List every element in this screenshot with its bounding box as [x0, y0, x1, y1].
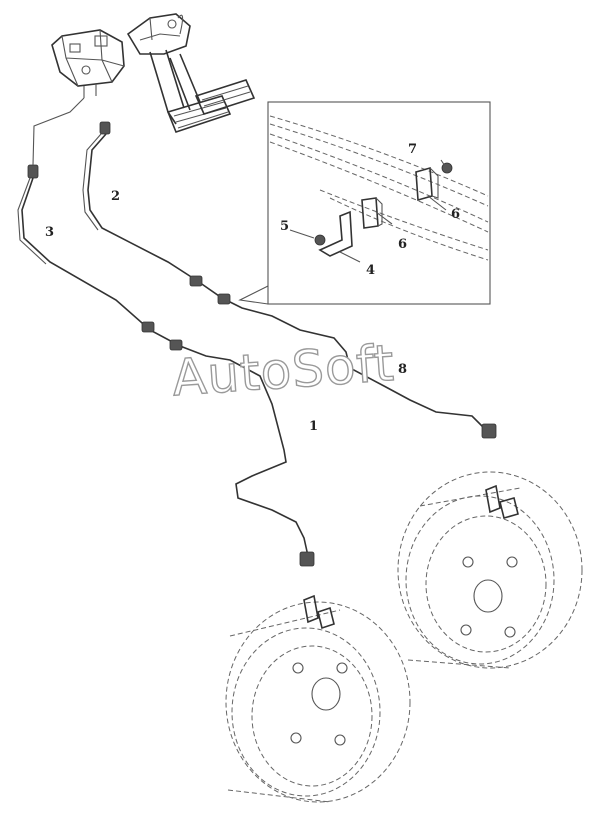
wheel-hub-left — [225, 594, 411, 803]
callout-7: 7 — [408, 142, 418, 157]
callout-2: 2 — [111, 189, 121, 204]
pipe-fitting-3 — [27, 164, 39, 179]
callout-4: 4 — [366, 263, 376, 278]
wheel-hub-right — [397, 471, 583, 669]
callout-8: 8 — [398, 362, 408, 377]
callout-6-lower: 6 — [398, 237, 408, 252]
callout-1: 1 — [309, 419, 319, 434]
pedal-pad-2 — [194, 79, 256, 115]
bolt-5 — [314, 234, 326, 246]
pedal-assembly — [126, 13, 256, 133]
leader-3-top — [32, 97, 85, 166]
pipe-fitting-1 — [299, 551, 315, 567]
brake-pipe-3 — [17, 177, 309, 557]
pipe-fitting-8 — [481, 423, 497, 439]
callout-3: 3 — [45, 225, 55, 240]
callout-6-upper: 6 — [451, 207, 461, 222]
inset-detail-box — [238, 101, 491, 305]
brake-valve-assembly — [51, 29, 125, 135]
bracket-6-upper — [415, 166, 439, 202]
clip-4 — [318, 210, 353, 257]
brake-pipe-2 — [82, 133, 489, 433]
callout-5: 5 — [280, 219, 290, 234]
bracket-6-lower — [361, 197, 383, 229]
